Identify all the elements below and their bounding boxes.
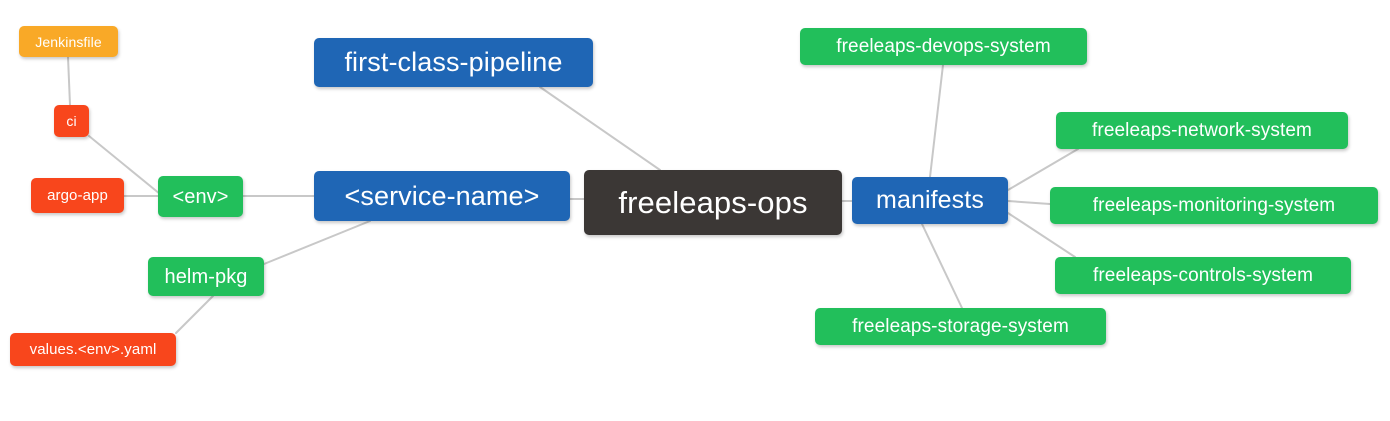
node-label-helm-pkg: helm-pkg (164, 265, 248, 288)
node-label-values-yaml: values.<env>.yaml (29, 341, 157, 358)
node-label-service-name: <service-name> (344, 180, 540, 211)
node-label-freeleaps-storage-system: freeleaps-storage-system (852, 316, 1069, 337)
edge-manifests-to-freeleaps-monitoring-system (1007, 200, 1051, 205)
edge-values-yaml-to-helm-pkg (175, 295, 214, 334)
node-label-freeleaps-network-system: freeleaps-network-system (1092, 120, 1312, 141)
node-label-jenkinsfile: Jenkinsfile (35, 33, 102, 50)
node-freeleaps-monitoring-system[interactable]: freeleaps-monitoring-system (1050, 187, 1378, 224)
edge-first-class-pipeline-to-freeleaps-ops (539, 86, 661, 171)
node-label-argo-app: argo-app (47, 187, 108, 204)
edge-manifests-to-freeleaps-devops-system (929, 64, 944, 178)
edge-manifests-to-freeleaps-storage-system (921, 223, 963, 309)
node-jenkinsfile[interactable]: Jenkinsfile (19, 26, 118, 57)
node-helm-pkg[interactable]: helm-pkg (148, 257, 264, 296)
node-manifests[interactable]: manifests (852, 177, 1008, 224)
node-freeleaps-controls-system[interactable]: freeleaps-controls-system (1055, 257, 1351, 294)
node-label-first-class-pipeline: first-class-pipeline (344, 47, 563, 77)
node-ci[interactable]: ci (54, 105, 89, 137)
node-freeleaps-network-system[interactable]: freeleaps-network-system (1056, 112, 1348, 149)
node-label-env: <env> (172, 185, 229, 208)
edge-helm-pkg-to-service-name (263, 220, 371, 265)
node-freeleaps-ops[interactable]: freeleaps-ops (584, 170, 842, 235)
node-freeleaps-storage-system[interactable]: freeleaps-storage-system (815, 308, 1106, 345)
node-env[interactable]: <env> (158, 176, 243, 217)
node-label-freeleaps-monitoring-system: freeleaps-monitoring-system (1092, 195, 1336, 216)
edge-jenkinsfile-to-ci (67, 56, 71, 106)
node-label-freeleaps-devops-system: freeleaps-devops-system (836, 36, 1051, 57)
node-values-yaml[interactable]: values.<env>.yaml (10, 333, 176, 366)
node-argo-app[interactable]: argo-app (31, 178, 124, 213)
node-label-freeleaps-controls-system: freeleaps-controls-system (1092, 265, 1314, 286)
node-first-class-pipeline[interactable]: first-class-pipeline (314, 38, 593, 87)
node-label-manifests: manifests (876, 186, 984, 214)
node-label-freeleaps-ops: freeleaps-ops (618, 185, 808, 220)
node-label-ci: ci (66, 113, 77, 129)
node-freeleaps-devops-system[interactable]: freeleaps-devops-system (800, 28, 1087, 65)
edge-manifests-to-freeleaps-network-system (1007, 148, 1079, 191)
node-service-name[interactable]: <service-name> (314, 171, 570, 221)
